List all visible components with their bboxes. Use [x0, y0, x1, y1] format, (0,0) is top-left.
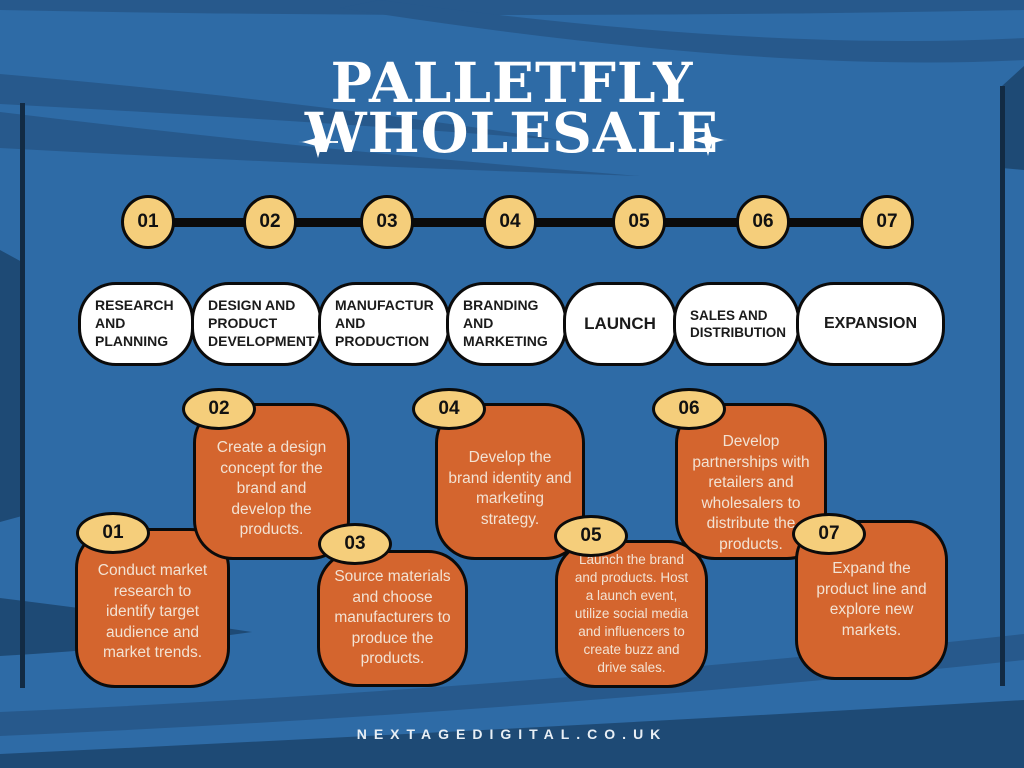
step-number-badge: 01	[76, 512, 150, 554]
step-card-01: 01 Conduct market research to identify t…	[75, 512, 230, 688]
stage-pill-manufactur-and-production: MANUFACTUR AND PRODUCTION	[318, 282, 450, 366]
step-description: Launch the brand and products. Host a la…	[574, 552, 689, 676]
step-description: Develop partnerships with retailers and …	[692, 433, 810, 554]
stage-pill-expansion: EXPANSION	[796, 282, 945, 366]
step-card-07: 07 Expand the product line and explore n…	[792, 513, 948, 680]
step-description: Develop the brand identity and marketing…	[448, 449, 572, 528]
stage-pill-label: BRANDING AND MARKETING	[463, 297, 548, 349]
step-description: Source materials and choose manufacturer…	[334, 568, 451, 668]
sparkle-icon	[688, 124, 728, 156]
timeline-node-06: 06	[736, 195, 790, 249]
stage-pill-research-and-planning: RESEARCH AND PLANNING	[78, 282, 194, 366]
stage-pill-label: RESEARCH AND PLANNING	[95, 297, 174, 349]
sparkle-icon	[298, 126, 338, 158]
stage-pill-design-and-product-development: DESIGN AND PRODUCT DEVELOPMENT	[191, 282, 322, 366]
stage-pill-label: MANUFACTUR AND PRODUCTION	[335, 297, 434, 349]
stage-pill-label: EXPANSION	[823, 314, 918, 332]
stage-pill-sales-and-distribution: SALES AND DISTRIBUTION	[673, 282, 800, 366]
stage-pill-launch: LAUNCH	[563, 282, 677, 366]
step-number-badge: 02	[182, 388, 256, 430]
step-description: Expand the product line and explore new …	[816, 560, 927, 639]
timeline-node-07: 07	[860, 195, 914, 249]
step-card-02: 02 Create a design concept for the brand…	[182, 388, 350, 560]
stage-pill-branding-and-marketing: BRANDING AND MARKETING	[446, 282, 567, 366]
timeline-node-02: 02	[243, 195, 297, 249]
stage-pill-label: SALES AND DISTRIBUTION	[690, 307, 786, 340]
timeline-node-03: 03	[360, 195, 414, 249]
timeline-node-01: 01	[121, 195, 175, 249]
step-number-badge: 04	[412, 388, 486, 430]
step-number-badge: 05	[554, 515, 628, 557]
step-card-05: 05 Launch the brand and products. Host a…	[554, 515, 708, 688]
step-description: Create a design concept for the brand an…	[216, 439, 327, 539]
step-number-badge: 07	[792, 513, 866, 555]
footer-website: NEXTAGEDIGITAL.CO.UK	[356, 726, 668, 742]
title-line1: PALLETFLY	[330, 50, 694, 115]
step-card-03: 03 Source materials and choose manufactu…	[317, 523, 468, 687]
step-number-badge: 06	[652, 388, 726, 430]
title-line2: WHOLESALE	[304, 100, 720, 165]
step-number-badge: 03	[318, 523, 392, 565]
page-title: PALLETFLY WHOLESALE	[0, 50, 1024, 165]
timeline-node-04: 04	[483, 195, 537, 249]
stage-pill-label: DESIGN AND PRODUCT DEVELOPMENT	[208, 297, 315, 349]
step-description: Conduct market research to identify targ…	[97, 562, 208, 662]
timeline-node-05: 05	[612, 195, 666, 249]
stage-pill-label: LAUNCH	[584, 314, 656, 334]
